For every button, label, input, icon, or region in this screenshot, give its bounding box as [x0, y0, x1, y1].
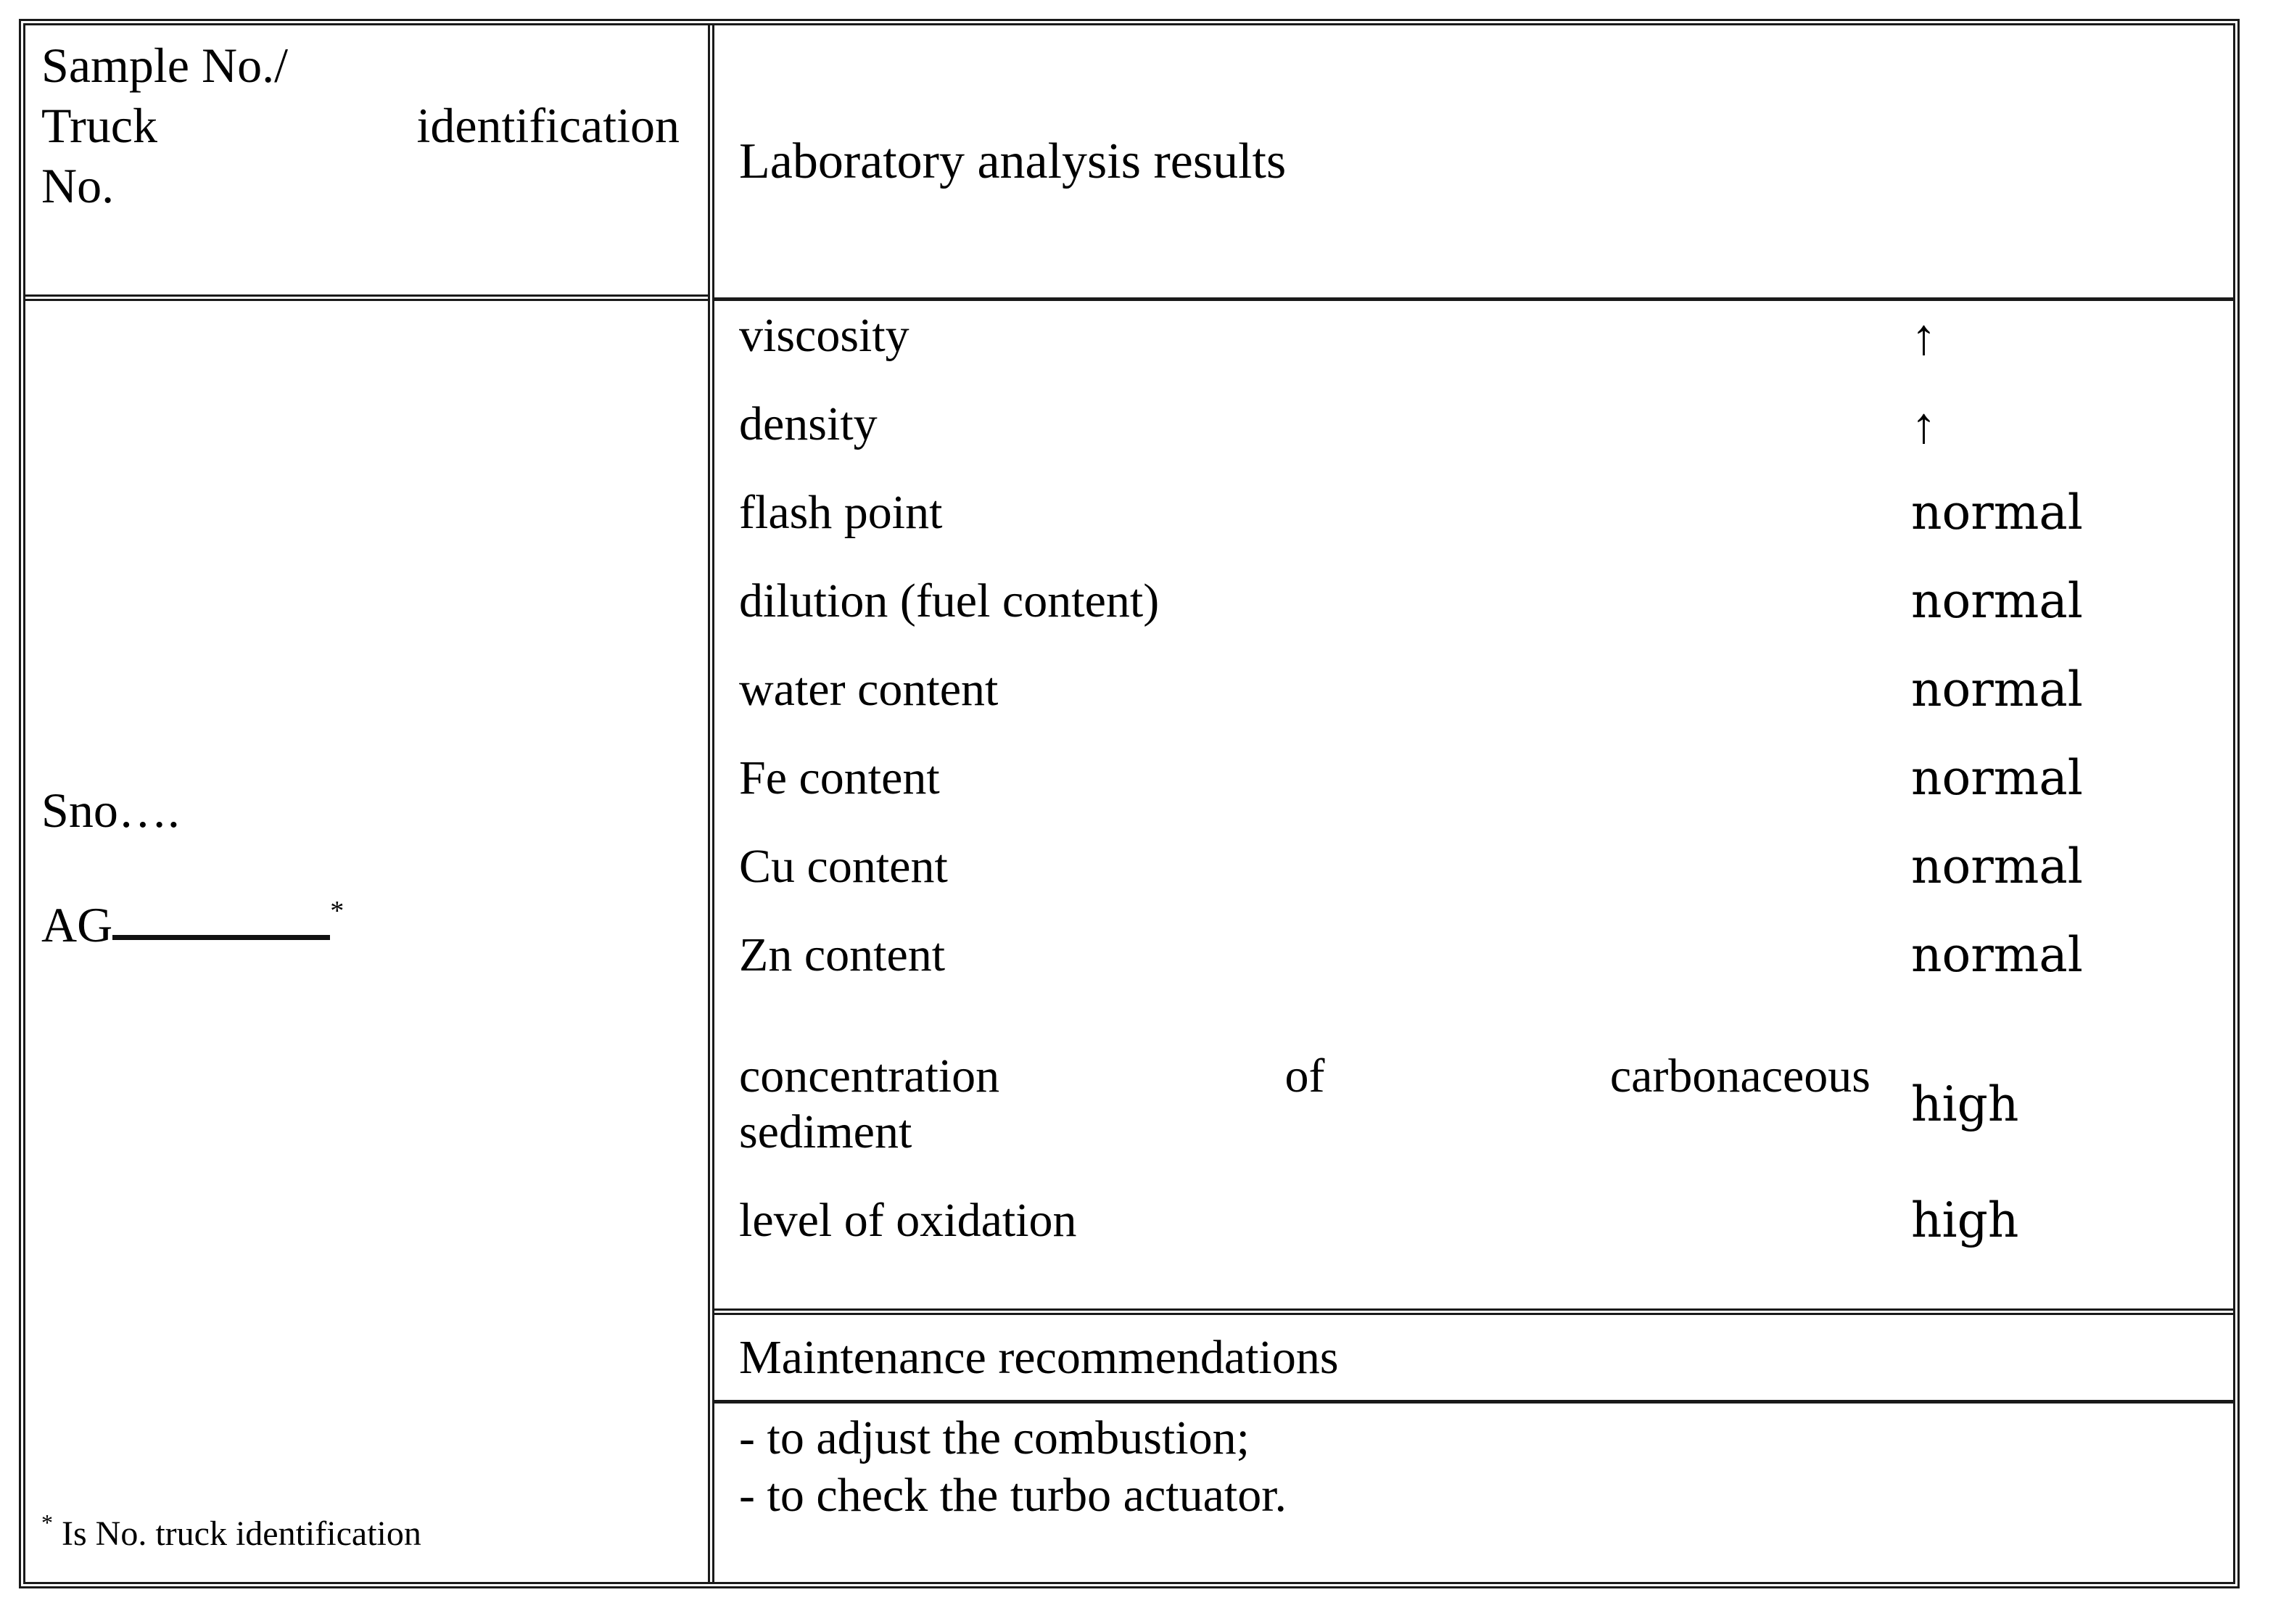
sample-number-field[interactable]: Sno…. — [41, 783, 180, 838]
table-row: Fe content normal — [714, 750, 2233, 839]
parameter-label: viscosity — [739, 309, 909, 362]
list-item: - to adjust the combustion; — [739, 1411, 1250, 1464]
table-row: density ↑ — [714, 397, 2233, 485]
parameter-label: Zn content — [739, 928, 946, 981]
parameter-value: high — [1911, 1192, 2019, 1248]
parameter-label: water content — [739, 663, 999, 716]
identification-word: identification — [416, 97, 680, 153]
parameter-label: level of oxidation — [739, 1194, 1077, 1247]
word-of: of — [1284, 1050, 1325, 1103]
table-row: water content normal — [714, 661, 2233, 751]
table-row: dilution (fuel content) normal — [714, 573, 2233, 662]
parameter-label-line-2: sediment — [739, 1105, 912, 1158]
parameter-label: flash point — [739, 486, 943, 539]
truck-identification-label: Truck identification — [41, 96, 680, 156]
laboratory-results-column: Laboratory analysis results viscosity ↑ … — [714, 25, 2233, 1582]
word-concentration: concentration — [739, 1050, 1000, 1103]
parameter-label: Cu content — [739, 840, 948, 893]
maintenance-title: Maintenance recommendations — [739, 1330, 1339, 1384]
table-row: viscosity ↑ — [714, 308, 2233, 397]
ag-number-field[interactable]: AG * — [41, 897, 344, 949]
parameter-value: normal — [1911, 661, 2083, 717]
parameter-label-line-1: concentration of carbonaceous — [739, 1049, 1870, 1105]
sample-id-body-cell: Sno…. AG * * Is No. truck identification — [25, 301, 708, 1582]
sample-id-header-cell: Sample No./ Truck identification No. — [25, 25, 708, 301]
parameter-value: normal — [1911, 838, 2083, 894]
laboratory-results-header-cell: Laboratory analysis results — [714, 25, 2233, 301]
maintenance-recommendations-header: Maintenance recommendations — [714, 1315, 2233, 1404]
maintenance-recommendations-list: - to adjust the combustion; - to check t… — [714, 1404, 2233, 1582]
parameter-label: concentration of carbonaceous sediment — [714, 1049, 1897, 1160]
ag-footnote-marker: * — [330, 896, 345, 926]
footnote: * Is No. truck identification — [41, 1511, 421, 1551]
laboratory-results-title: Laboratory analysis results — [739, 133, 1287, 189]
sample-no-label: Sample No./ — [41, 38, 288, 93]
parameter-value: normal — [1911, 750, 2083, 806]
sample-identification-column: Sample No./ Truck identification No. Sno… — [25, 25, 714, 1582]
list-item: - to check the turbo actuator. — [739, 1469, 1287, 1522]
ag-prefix-label: AG — [41, 897, 113, 952]
footnote-text: Is No. truck identification — [62, 1514, 421, 1553]
table-row: concentration of carbonaceous sediment h… — [714, 1016, 2233, 1193]
word-carbonaceous: carbonaceous — [1609, 1050, 1870, 1103]
parameter-label: Fe content — [739, 751, 940, 804]
parameter-value: normal — [1911, 927, 2083, 983]
table-row: flash point normal — [714, 485, 2233, 574]
up-arrow-icon: ↑ — [1911, 310, 1936, 366]
table-grid: Sample No./ Truck identification No. Sno… — [25, 25, 2233, 1582]
ag-blank-rule — [112, 935, 331, 940]
up-arrow-icon: ↑ — [1911, 398, 1936, 454]
table-row: level of oxidation high — [714, 1192, 2233, 1282]
lab-analysis-table: Sample No./ Truck identification No. Sno… — [19, 19, 2240, 1588]
no-label: No. — [41, 157, 115, 213]
parameter-label: density — [739, 397, 878, 450]
table-row: Cu content normal — [714, 838, 2233, 928]
parameter-value: normal — [1911, 573, 2083, 629]
footnote-star-icon: * — [41, 1509, 53, 1536]
parameter-label: dilution (fuel content) — [739, 574, 1160, 627]
analysis-results-list: viscosity ↑ density ↑ flash point normal… — [714, 301, 2233, 1315]
truck-word: Truck — [41, 97, 157, 153]
parameter-value: normal — [1911, 485, 2083, 540]
parameter-value: high — [1911, 1076, 2019, 1132]
table-row: Zn content normal — [714, 927, 2233, 1016]
